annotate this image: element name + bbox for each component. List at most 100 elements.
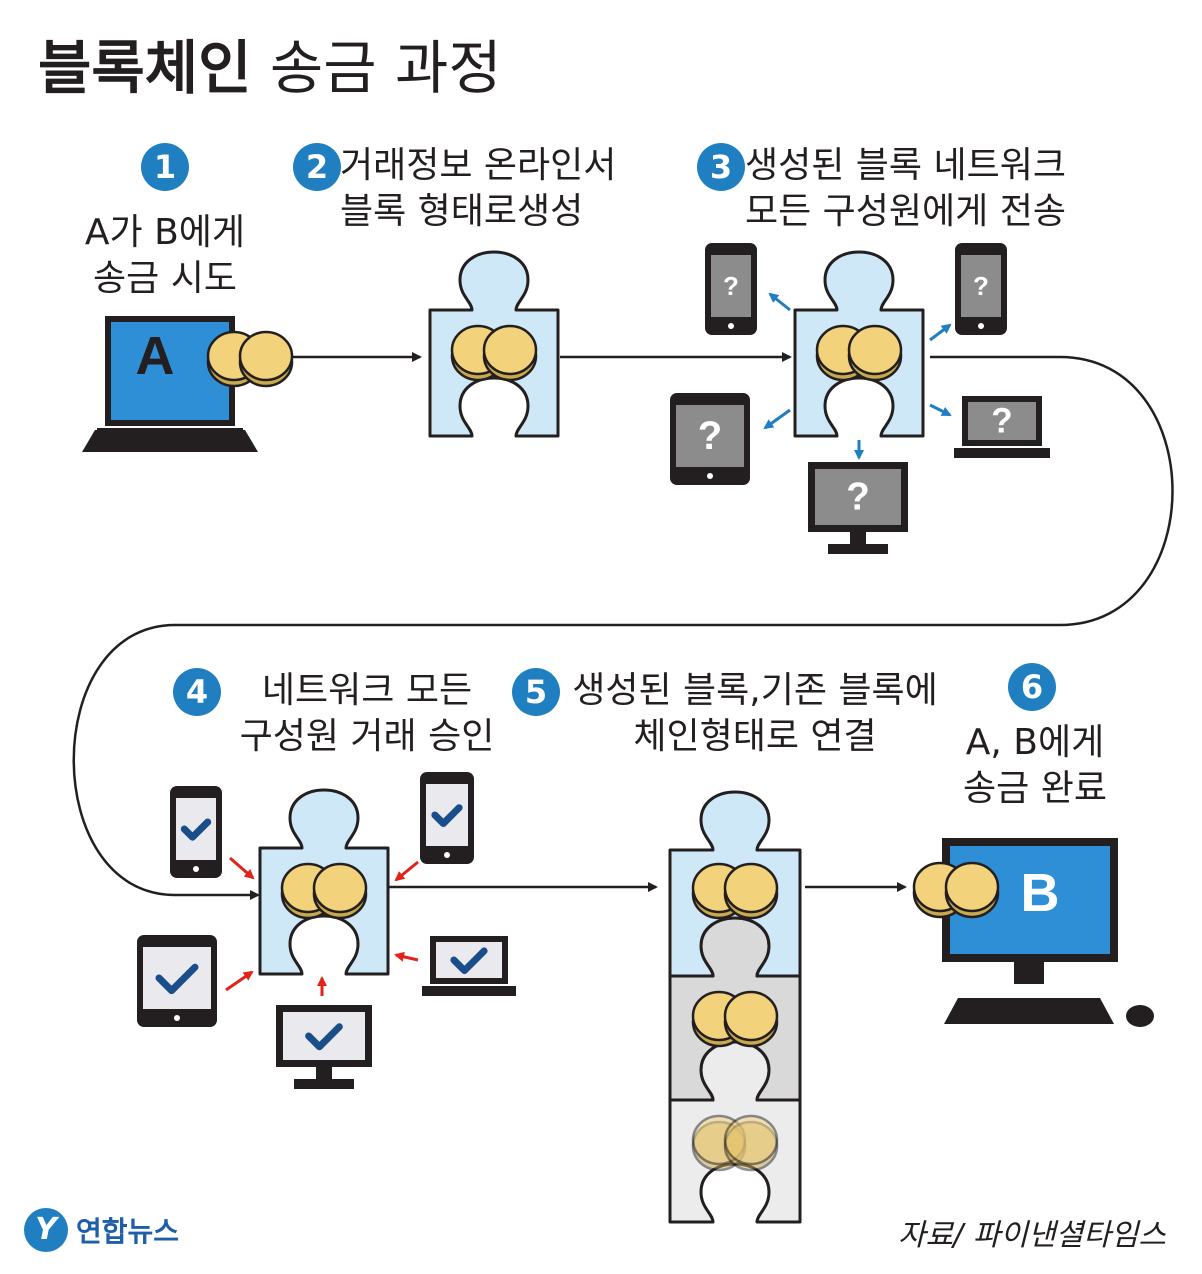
step-4-phone-right (420, 772, 474, 864)
phone-screen (711, 255, 751, 317)
step-1-text: A가 B에게 송금 시도 (84, 212, 246, 299)
title-bold: 블록체인 (38, 34, 252, 102)
step-4-badge: 4 (173, 668, 221, 716)
checkmark-icon (155, 963, 199, 995)
logo-mark-icon: Y (24, 1208, 68, 1252)
source-credit: 자료/ 파이낸셜타임스 (897, 1218, 1166, 1253)
connector-lines (72, 292, 1174, 996)
laptop-base (422, 986, 516, 996)
coin-pair-icon (691, 1114, 779, 1172)
monitor-screen (815, 469, 901, 525)
step-3-tablet-left: ? (670, 393, 750, 485)
page-title: 블록체인 송금 과정 (38, 28, 502, 108)
yonhap-logo: Y 연합뉴스 (24, 1206, 179, 1254)
phone-home-button (978, 323, 984, 329)
step-3-monitor-bottom: ? (808, 462, 908, 554)
step-4-phone-left (170, 786, 222, 878)
laptop-screen (436, 942, 502, 978)
chain-block-new (668, 790, 802, 978)
coin-icon (723, 990, 779, 1042)
coin-icon (723, 1114, 779, 1166)
coin-icon (723, 862, 779, 914)
step-4-monitor-bottom (276, 1005, 372, 1089)
coin-pair-icon (691, 862, 779, 920)
coin-pair-icon (912, 861, 1000, 919)
coin-icon (482, 324, 538, 376)
step-5-badge: 5 (512, 668, 560, 716)
chain-block-existing (668, 916, 802, 1102)
arrow-step3-to-4-loop (72, 355, 1174, 900)
monitor-neck (850, 532, 866, 546)
receiver-label: B (1021, 863, 1060, 923)
approval-arrow (225, 970, 254, 992)
receiver-monitor: B (942, 838, 1154, 1027)
step-3-laptop-right: ? (954, 396, 1050, 458)
title-light: 송금 과정 (269, 34, 502, 102)
question-mark-icon: ? (973, 271, 989, 301)
step-4-block (258, 788, 390, 976)
keyboard-icon (944, 998, 1114, 1024)
broadcast-arrow (929, 403, 952, 417)
mouse-icon (1126, 1005, 1154, 1027)
step-3-phone-topright: ? (955, 243, 1007, 335)
approval-arrow (229, 856, 255, 880)
question-mark-icon: ? (991, 402, 1012, 441)
coin-pair-icon (815, 324, 903, 382)
step-1-badge: 1 (141, 143, 189, 191)
step-4-tablet-left (137, 935, 217, 1027)
step-3-phone-topleft: ? (705, 243, 757, 335)
step-2-badge: 2 (293, 143, 341, 191)
question-mark-icon: ? (723, 271, 739, 301)
step-3-text: 생성된 블록 네트워크 모든 구성원에게 전송 (745, 145, 1066, 232)
step-6-badge: 6 (1008, 663, 1056, 711)
approval-arrow (394, 951, 419, 962)
phone-home-button (193, 866, 199, 872)
question-mark-icon: ? (698, 414, 722, 458)
broadcast-arrow (763, 408, 791, 430)
laptop-screen (968, 402, 1036, 440)
laptop-keyboard (82, 430, 258, 452)
logo-text: 연합뉴스 (76, 1215, 180, 1248)
coin-pair-icon (206, 330, 294, 388)
coin-pair-icon (280, 862, 368, 920)
coin-icon (944, 861, 1000, 913)
coin-icon (238, 330, 294, 382)
monitor-screen (283, 1012, 365, 1060)
phone-home-button (707, 473, 713, 479)
sender-label: A (136, 326, 175, 386)
checkmark-icon (305, 1023, 343, 1051)
step-2-text-line1: 거래정보 온라인서 블록 형태로생성 (340, 145, 617, 232)
step-5-text: 생성된 블록,기존 블록에 체인형태로 연결 (572, 670, 938, 757)
phone-screen (961, 255, 1001, 317)
phone-home-button (444, 852, 450, 858)
monitor-stand (294, 1079, 354, 1089)
question-mark-icon: ? (846, 476, 870, 519)
phone-home-button (174, 1015, 180, 1021)
checkmark-icon (431, 804, 463, 828)
checkmark-icon (450, 947, 488, 975)
broadcast-arrow (768, 292, 791, 312)
monitor-neck (1014, 962, 1044, 984)
step-3-badge: 3 (697, 143, 745, 191)
coin-icon (847, 324, 903, 376)
phone-screen (676, 405, 744, 467)
step-2-block (428, 250, 560, 438)
broadcast-arrow (929, 323, 952, 342)
step-6-text: A, B에게 송금 완료 (963, 722, 1107, 809)
coin-pair-icon (450, 324, 538, 382)
diagram-elements: A????? B (82, 243, 1154, 1224)
monitor-stand (828, 544, 888, 554)
approval-arrow (394, 860, 419, 882)
step-3-block (793, 250, 925, 438)
phone-home-button (728, 323, 734, 329)
step-4-text: 네트워크 모든 구성원 거래 승인 (239, 670, 495, 757)
monitor-neck (316, 1067, 332, 1081)
laptop-base (954, 448, 1050, 458)
chain-block-oldest (668, 1040, 802, 1224)
coin-icon (312, 862, 368, 914)
coin-pair-icon (691, 990, 779, 1048)
checkmark-icon (180, 818, 212, 841)
step-4-laptop-right (422, 936, 516, 996)
phone-screen (143, 947, 211, 1009)
